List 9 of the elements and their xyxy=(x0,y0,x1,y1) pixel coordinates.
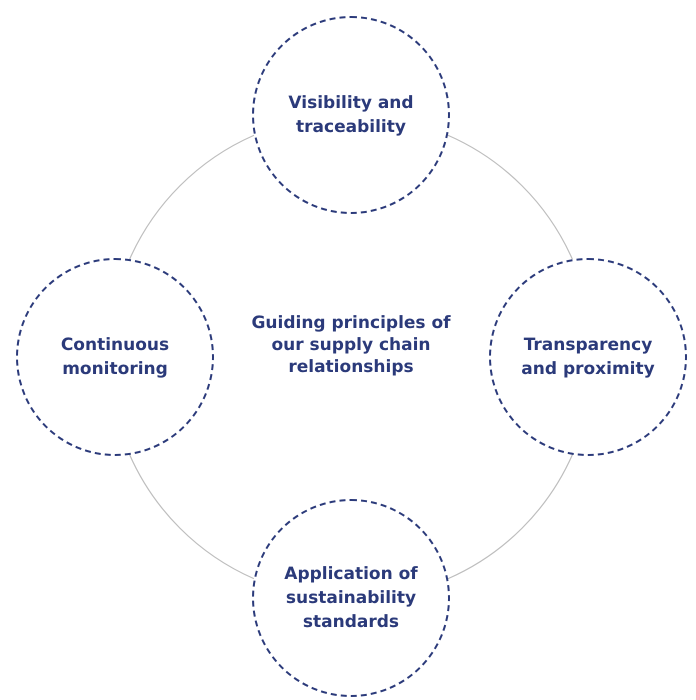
principle-label: Continuous monitoring xyxy=(60,334,170,381)
principle-label: Transparency and proximity xyxy=(520,334,656,381)
connector-arc xyxy=(128,134,254,260)
principle-label: Visibility and traceability xyxy=(287,92,415,139)
center-title: Guiding principles of our supply chain relationships xyxy=(251,312,451,378)
principle-label: Application of sustainability standards xyxy=(283,563,419,634)
connector-arc xyxy=(128,454,254,580)
connector-arc xyxy=(448,134,574,260)
connector-arc xyxy=(448,454,574,580)
